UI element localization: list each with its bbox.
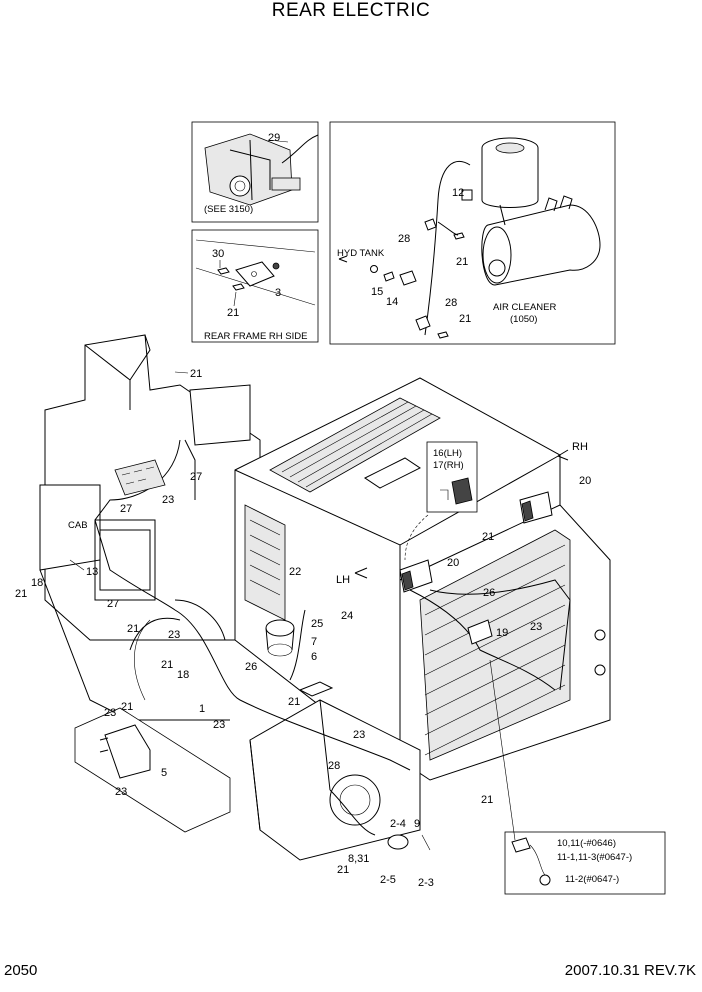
callout-30: 30: [212, 248, 224, 260]
inset-pump-box: 29 (SEE 3150): [191, 121, 319, 223]
sensor-callout-line3: 11-2(#0647-): [565, 874, 619, 885]
callout-23-fuse: 23: [162, 494, 174, 506]
callout-8-31: 8,31: [348, 853, 369, 865]
relay-module: [467, 619, 493, 645]
rear-frame-note: REAR FRAME RH SIDE: [204, 331, 307, 342]
callout-27-center: 27: [190, 471, 202, 483]
callout-20-left: 20: [447, 557, 459, 569]
rh-label: RH: [572, 441, 588, 453]
page-title: REAR ELECTRIC: [271, 0, 431, 21]
air-cleaner-ref: (1050): [510, 314, 537, 325]
callout-23-right: 23: [530, 621, 542, 633]
callout-19: 19: [496, 627, 508, 639]
callout-21-upper: 21: [456, 256, 468, 268]
callout-13: 13: [86, 566, 98, 578]
rear-lamp-left: [399, 559, 433, 593]
revision-date: 2007.10.31 REV.7K: [564, 962, 696, 979]
main-callouts: 21 27 27 23 13 21 18 27 21 23 21 18 22 2…: [15, 368, 591, 889]
fuse-box: [114, 459, 166, 496]
counterweight: [249, 681, 421, 861]
callout-23-counterweight: 23: [353, 729, 365, 741]
lamp-detail: 16(LH) 17(RH): [404, 441, 478, 561]
callout-7: 7: [311, 636, 317, 648]
callout-21-radiator: 21: [481, 794, 493, 806]
inset-air-cleaner-box: 12 28 21 15 14 28 21 HYD TANK AIR CLEANE…: [329, 121, 616, 345]
page-number: 2050: [4, 962, 38, 979]
callout-21-frame-top: 21: [190, 368, 202, 380]
callout-9: 9: [414, 818, 420, 830]
callout-28-lower: 28: [445, 297, 457, 309]
callout-21-lower-left: 21: [127, 623, 139, 635]
callout-24: 24: [341, 610, 353, 622]
sensor-callout-line2: 11-1,11-3(#0647-): [557, 852, 632, 863]
rear-lamp-right: [519, 491, 553, 524]
callout-23-plate-top: 23: [104, 707, 116, 719]
sensor-cap: [387, 834, 431, 851]
callout-20-right: 20: [579, 475, 591, 487]
callout-22: 22: [289, 566, 301, 578]
callout-2-4: 2-4: [390, 818, 406, 830]
lamp-callout-lh: 16(LH): [433, 448, 462, 459]
callout-18-left: 18: [31, 577, 43, 589]
callout-3: 3: [275, 287, 281, 299]
callout-25: 25: [311, 618, 323, 630]
callout-23-mid: 23: [213, 719, 225, 731]
callout-2-5: 2-5: [380, 874, 396, 886]
callout-21-mid-left: 21: [161, 659, 173, 671]
callout-15: 15: [371, 286, 383, 298]
sensor-callout-line1: 10,11(-#0646): [557, 838, 616, 849]
inset-rear-frame-box: 30 3 21 REAR FRAME RH SIDE: [191, 229, 319, 343]
callout-28-counterweight: 28: [328, 760, 340, 772]
callout-12: 12: [452, 187, 464, 199]
callout-21-inset: 21: [227, 307, 239, 319]
radiator-grille: [399, 504, 611, 781]
hyd-tank-arrow: [338, 255, 348, 263]
callout-2-3: 2-3: [418, 877, 434, 889]
callout-21-mid: 21: [288, 696, 300, 708]
hyd-tank-note: HYD TANK: [337, 248, 385, 259]
rh-arrow: [557, 449, 569, 461]
callout-21-left: 21: [15, 588, 27, 600]
lh-label: LH: [336, 574, 350, 586]
callout-23-lower-left: 23: [168, 629, 180, 641]
callout-21-plate: 21: [121, 701, 133, 713]
callout-21-bottom: 21: [337, 864, 349, 876]
sensor-detail-box: [489, 659, 666, 895]
air-cleaner-note: AIR CLEANER: [493, 302, 556, 313]
pump-reference-note: (SEE 3150): [204, 204, 253, 215]
lamp-callout-rh: 17(RH): [433, 460, 464, 471]
callout-26-right: 26: [483, 587, 495, 599]
callout-27-lower: 27: [107, 598, 119, 610]
lh-arrow: [354, 567, 368, 579]
callout-18-mid: 18: [177, 669, 189, 681]
callout-26-left: 26: [245, 661, 257, 673]
callout-29: 29: [268, 132, 280, 144]
callout-6: 6: [311, 651, 317, 663]
callout-5: 5: [161, 767, 167, 779]
callout-14: 14: [386, 296, 398, 308]
fuel-sender: [265, 619, 295, 657]
callout-21-lower: 21: [459, 313, 471, 325]
callout-1: 1: [199, 703, 205, 715]
plate-detail-box: [74, 619, 231, 833]
callout-23-plate-bottom: 23: [115, 786, 127, 798]
wiring-harness: [94, 439, 571, 836]
callout-27-left: 27: [120, 503, 132, 515]
cab-label: CAB: [68, 520, 88, 531]
callout-21-right-top: 21: [482, 531, 494, 543]
callout-28-upper: 28: [398, 233, 410, 245]
